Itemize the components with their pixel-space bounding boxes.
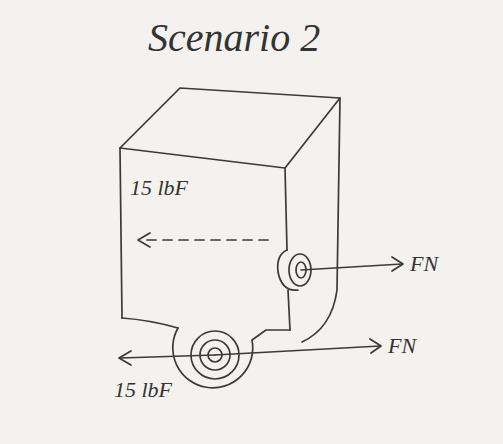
force-arrow [120,355,215,358]
force-arrow [301,264,402,270]
arrow-head [392,257,403,271]
arrow-head [119,351,131,365]
force-label: 15 lbF [114,378,172,402]
top-face [120,88,340,168]
corner-edge [285,168,290,330]
arrow-head [370,339,381,353]
scenario-title: Scenario 2 [148,16,320,60]
arrow-head [138,233,150,247]
force-label: FN [410,252,438,276]
force-arrow [215,346,380,355]
lug-outline [173,328,290,388]
force-label: FN [388,334,416,358]
dashed-force-arrow [140,239,268,241]
front-edge [120,148,122,318]
back-edge [302,98,340,342]
force-label: 15 lbF [130,176,188,200]
front-bottom [122,318,178,328]
